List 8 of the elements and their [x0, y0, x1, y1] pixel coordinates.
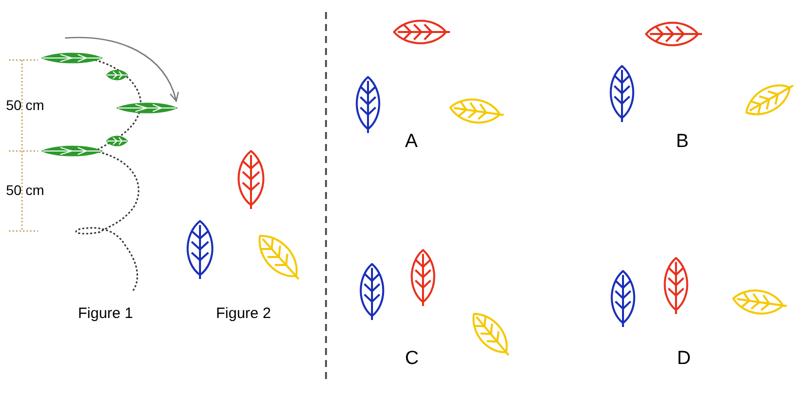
dimension-label: 50 cm	[6, 98, 44, 112]
option-letter: D	[677, 349, 691, 368]
figure-caption: Figure 2	[216, 306, 272, 321]
figure-caption: Figure 1	[78, 306, 134, 321]
option-letter: B	[676, 132, 689, 151]
option-letter: A	[405, 132, 418, 151]
option-letter: C	[405, 349, 419, 368]
dimension-label: 50 cm	[6, 183, 44, 197]
